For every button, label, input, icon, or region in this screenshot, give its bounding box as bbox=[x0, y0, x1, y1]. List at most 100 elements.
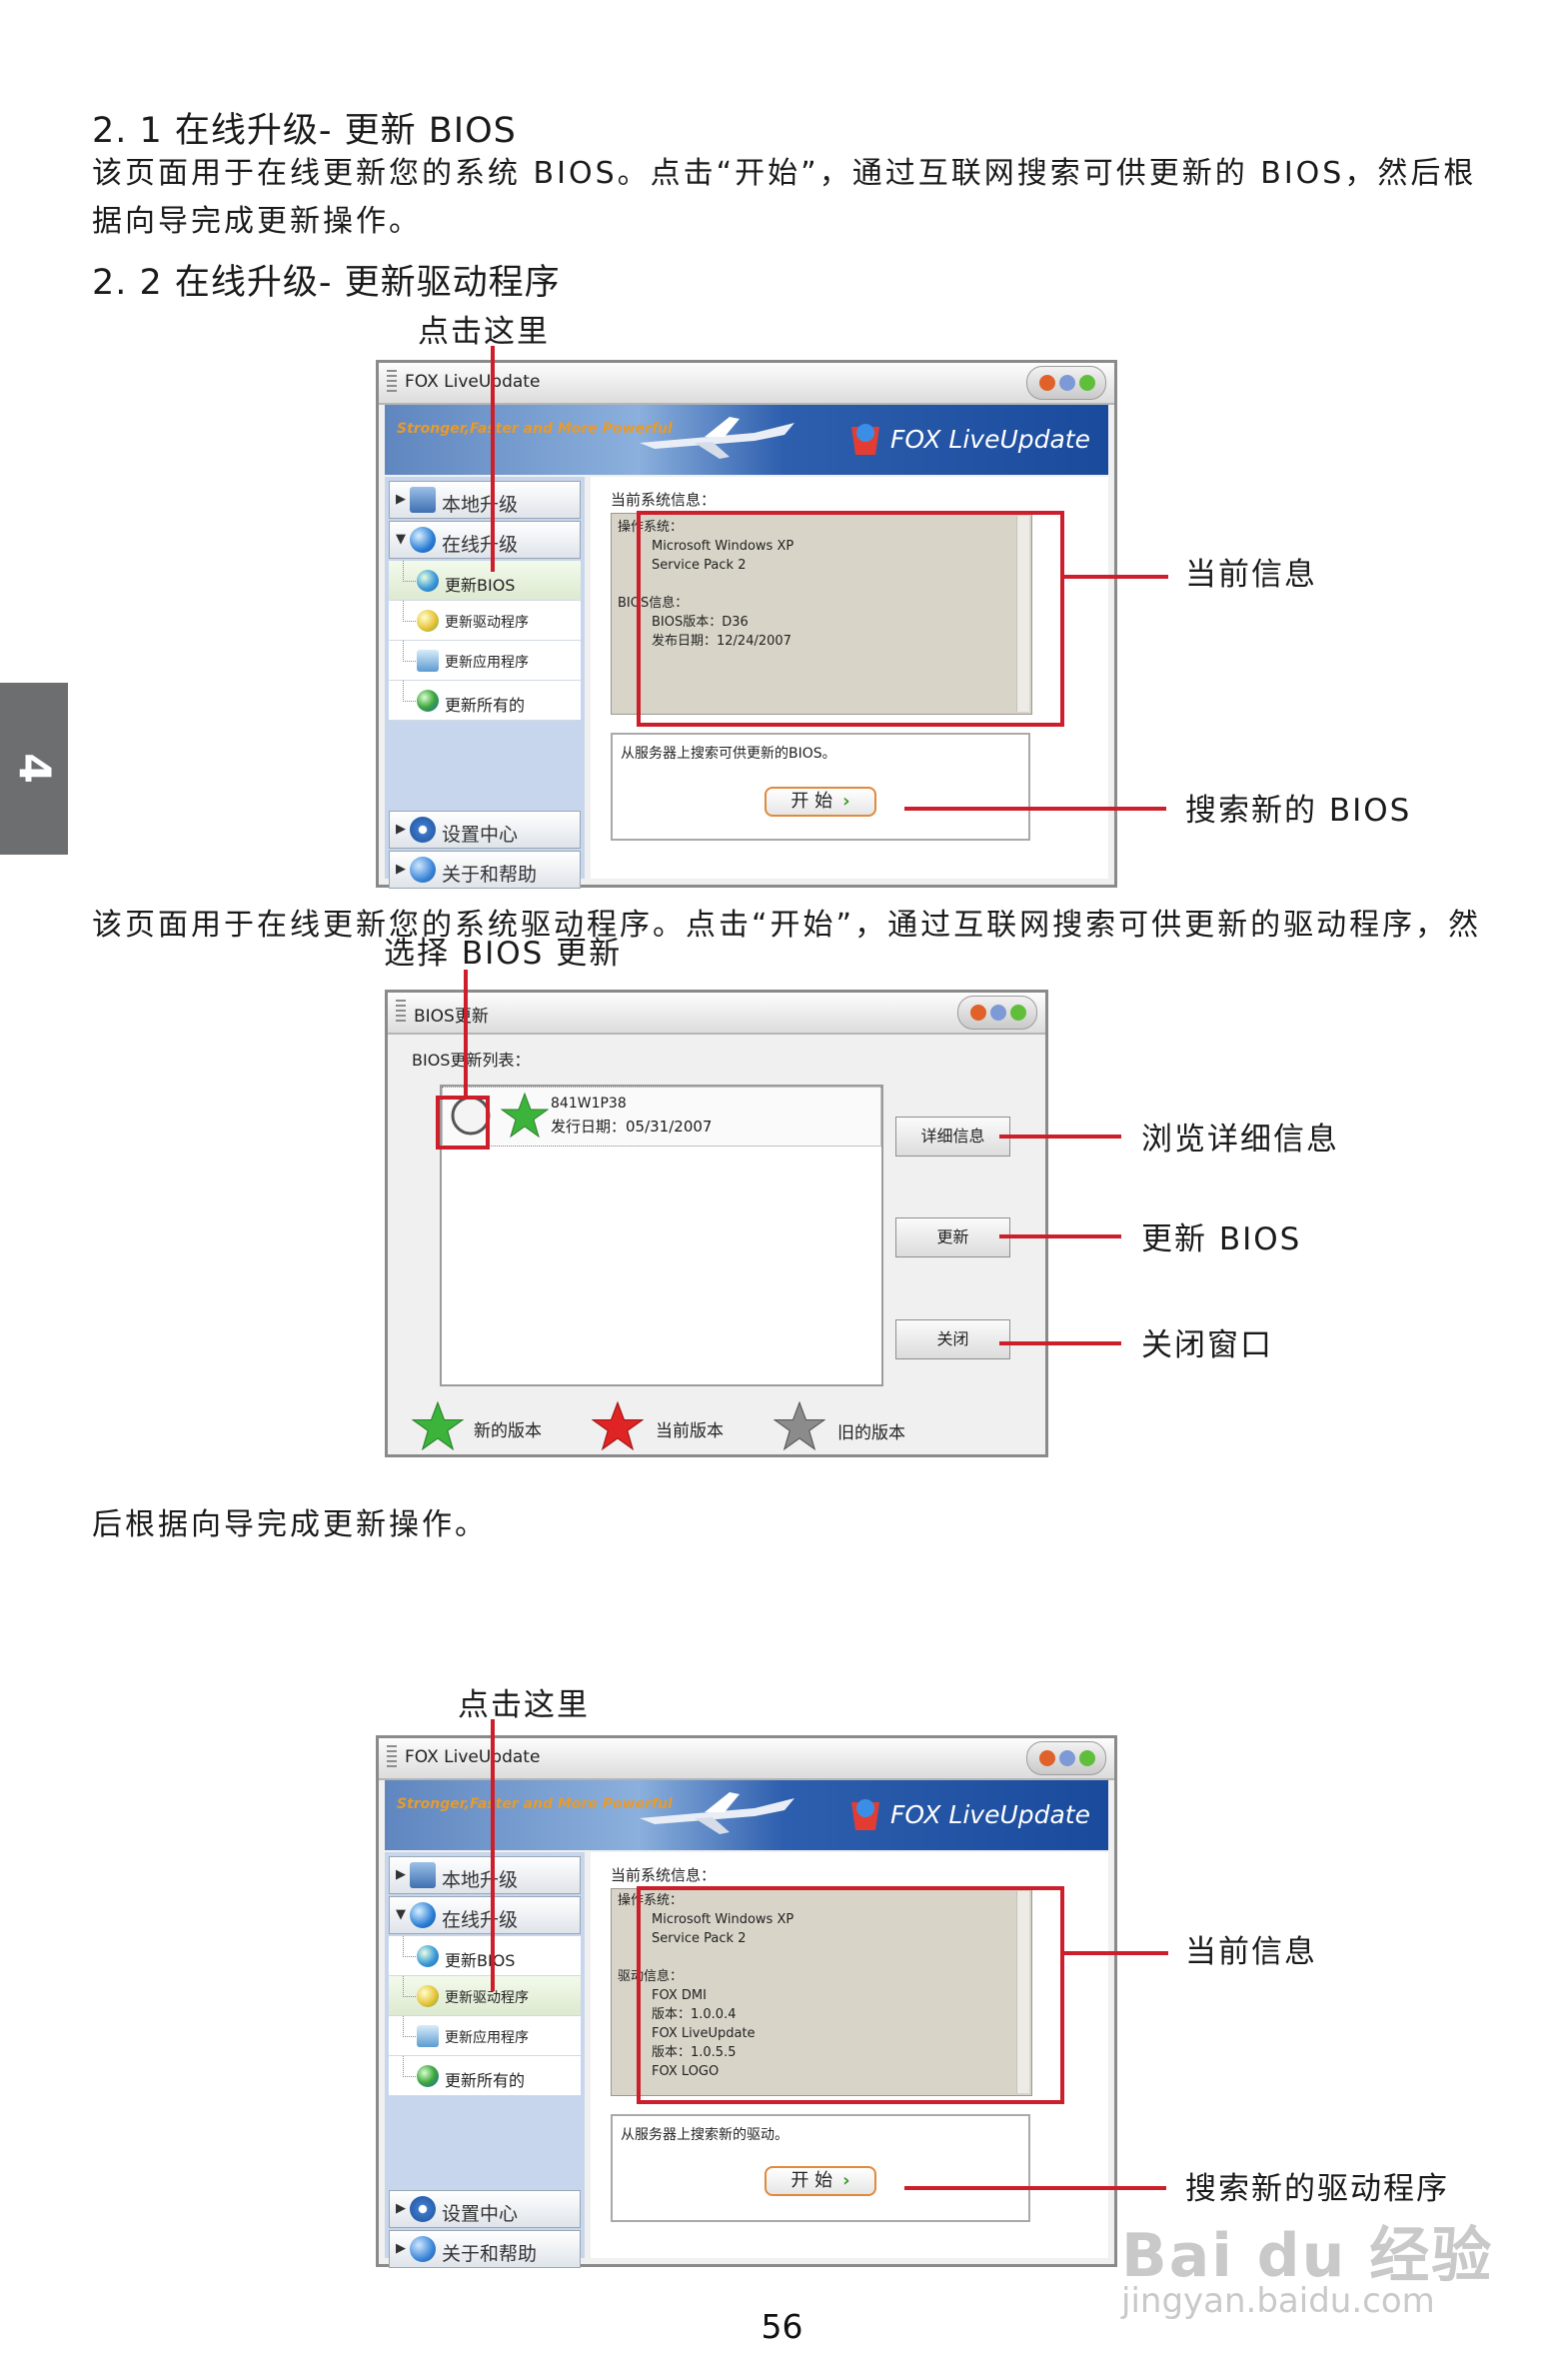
update-bios-icon bbox=[417, 1945, 439, 1967]
window-title: FOX LiveUpdate bbox=[405, 372, 541, 392]
bios-update-dialog: BIOS更新 BIOS更新列表： 841W1P38 发行日期：05/31/200… bbox=[385, 990, 1048, 1457]
nav-about-help[interactable]: ▶ 关于和帮助 bbox=[389, 851, 581, 889]
callout-view-details: 浏览详细信息 bbox=[1141, 1122, 1339, 1158]
start-button[interactable]: 开 始 › bbox=[765, 787, 876, 817]
close-icon[interactable] bbox=[1079, 1750, 1095, 1766]
info-line-bios: BIOS信息： bbox=[618, 596, 689, 611]
minimize-icon[interactable] bbox=[1039, 375, 1055, 391]
leader-line bbox=[491, 1719, 495, 1991]
callout-update-bios: 更新 BIOS bbox=[1141, 1221, 1302, 1257]
dialog-content: BIOS更新列表： 841W1P38 发行日期：05/31/2007 详细信息 … bbox=[394, 1037, 1039, 1451]
window-controls bbox=[1026, 366, 1106, 400]
page-number: 56 bbox=[761, 2307, 803, 2346]
minimize-icon[interactable] bbox=[970, 1005, 986, 1021]
banner-brand: FOX LiveUpdate bbox=[889, 425, 1090, 454]
scrollbar[interactable] bbox=[1016, 516, 1029, 712]
subnav-update-driver[interactable]: 更新驱动程序 bbox=[389, 1976, 581, 2016]
nav-label: 在线升级 bbox=[442, 1909, 519, 1931]
list-item[interactable]: 841W1P38 发行日期：05/31/2007 bbox=[442, 1087, 881, 1147]
nav-settings[interactable]: ▶ 设置中心 bbox=[389, 811, 581, 849]
expand-arrow-icon: ▶ bbox=[396, 492, 406, 507]
nav-local-upgrade[interactable]: ▶ 本地升级 bbox=[389, 1856, 581, 1894]
close-icon[interactable] bbox=[1010, 1005, 1026, 1021]
banner-slogan: Stronger,Faster and More Powerful bbox=[397, 421, 673, 437]
info-line-os: 操作系统： bbox=[618, 1893, 684, 1908]
window-controls bbox=[957, 996, 1037, 1030]
leader-line bbox=[904, 2186, 1166, 2190]
detail-button[interactable]: 详细信息 bbox=[895, 1117, 1010, 1157]
fox-logo-icon bbox=[851, 424, 879, 455]
info-line-os: 操作系统： bbox=[618, 520, 684, 535]
help-icon[interactable] bbox=[990, 1005, 1006, 1021]
drag-grip-icon[interactable] bbox=[396, 1000, 406, 1024]
start-button[interactable]: 开 始› bbox=[765, 2166, 876, 2196]
info-line-bios-date: 发布日期：12/24/2007 bbox=[652, 634, 791, 649]
update-driver-icon bbox=[417, 1985, 439, 2007]
minimize-icon[interactable] bbox=[1039, 1750, 1055, 1766]
callout-current-info-2: 当前信息 bbox=[1185, 1934, 1317, 1970]
subnav-label: 更新驱动程序 bbox=[445, 1990, 529, 2006]
nav-local-upgrade[interactable]: ▶ 本地升级 bbox=[389, 481, 581, 519]
nav-about-help[interactable]: ▶ 关于和帮助 bbox=[389, 2230, 581, 2268]
close-icon[interactable] bbox=[1079, 375, 1095, 391]
fox-liveupdate-window-2: FOX LiveUpdate Stronger,Faster and More … bbox=[376, 1735, 1117, 2268]
help-icon[interactable] bbox=[1059, 375, 1075, 391]
titlebar: BIOS更新 bbox=[388, 993, 1045, 1035]
legend-new: 新的版本 bbox=[474, 1421, 542, 1441]
info-line-fox-logo: FOX LOGO bbox=[652, 2064, 720, 2079]
bios-item-date: 发行日期：05/31/2007 bbox=[551, 1118, 713, 1136]
subnav-update-app[interactable]: 更新应用程序 bbox=[389, 641, 581, 681]
subnav-update-all[interactable]: 更新所有的 bbox=[389, 2056, 581, 2096]
nav-online-upgrade[interactable]: ▼ 在线升级 bbox=[389, 1896, 581, 1934]
info-line-dmi-version: 版本：1.0.0.4 bbox=[652, 2007, 737, 2022]
highlight-box bbox=[637, 1886, 1064, 2104]
tree-line bbox=[403, 601, 416, 622]
chevron-right-icon: › bbox=[842, 2170, 850, 2191]
chevron-right-icon: › bbox=[842, 791, 850, 812]
subnav-update-bios[interactable]: 更新BIOS bbox=[389, 1936, 581, 1976]
subnav-update-bios[interactable]: 更新BIOS bbox=[389, 561, 581, 601]
info-line-liveupdate-version: 版本：1.0.5.5 bbox=[652, 2045, 737, 2060]
search-text: 从服务器上搜索新的驱动。 bbox=[621, 2127, 788, 2143]
info-line-sp: Service Pack 2 bbox=[652, 1931, 747, 1946]
scrollbar[interactable] bbox=[1016, 1891, 1029, 2093]
window-controls bbox=[1026, 1741, 1106, 1775]
system-info-box: 操作系统： Microsoft Windows XP Service Pack … bbox=[611, 513, 1032, 715]
help-icon[interactable] bbox=[1059, 1750, 1075, 1766]
tree-line bbox=[403, 681, 416, 702]
update-driver-icon bbox=[417, 610, 439, 632]
system-info-box: 操作系统： Microsoft Windows XP Service Pack … bbox=[611, 1888, 1032, 2096]
local-upgrade-icon bbox=[410, 1862, 436, 1888]
subnav-label: 更新所有的 bbox=[445, 696, 526, 715]
start-label: 开 始 bbox=[790, 791, 833, 812]
highlight-box bbox=[637, 511, 1064, 727]
banner-brand: FOX LiveUpdate bbox=[889, 1800, 1090, 1829]
old-version-star-icon bbox=[774, 1400, 825, 1451]
collapse-arrow-icon: ▼ bbox=[396, 1907, 406, 1922]
subnav-update-all[interactable]: 更新所有的 bbox=[389, 681, 581, 721]
titlebar: FOX LiveUpdate bbox=[379, 363, 1114, 405]
subnav-update-app[interactable]: 更新应用程序 bbox=[389, 2016, 581, 2056]
nav-settings[interactable]: ▶ 设置中心 bbox=[389, 2190, 581, 2228]
subnav-label: 更新BIOS bbox=[445, 1951, 516, 1970]
close-button[interactable]: 关闭 bbox=[895, 1319, 1010, 1359]
subnav-update-driver[interactable]: 更新驱动程序 bbox=[389, 601, 581, 641]
tree-line bbox=[403, 561, 416, 582]
update-button[interactable]: 更新 bbox=[895, 1217, 1010, 1257]
drag-grip-icon[interactable] bbox=[387, 370, 397, 394]
bios-update-list: 841W1P38 发行日期：05/31/2007 bbox=[440, 1085, 883, 1386]
banner: Stronger,Faster and More Powerful FOX Li… bbox=[385, 1780, 1108, 1850]
drag-grip-icon[interactable] bbox=[387, 1745, 397, 1769]
baidu-watermark-logo: Bai du 经验 bbox=[1121, 2221, 1494, 2291]
chapter-tab: 4 bbox=[0, 683, 68, 855]
banner: Stronger,Faster and More Powerful FOX Li… bbox=[385, 405, 1108, 475]
update-all-icon bbox=[417, 690, 439, 712]
search-panel: 从服务器上搜索可供更新的BIOS。 开 始› bbox=[611, 733, 1030, 841]
callout-search-bios: 搜索新的 BIOS bbox=[1185, 793, 1412, 829]
expand-arrow-icon: ▶ bbox=[396, 862, 406, 877]
nav-online-upgrade[interactable]: ▼ 在线升级 bbox=[389, 521, 581, 559]
subnav-label: 更新应用程序 bbox=[445, 655, 529, 671]
expand-arrow-icon: ▶ bbox=[396, 1867, 406, 1882]
callout-close-window: 关闭窗口 bbox=[1141, 1327, 1273, 1363]
fox-liveupdate-window-1: FOX LiveUpdate Stronger,Faster and More … bbox=[376, 360, 1117, 889]
